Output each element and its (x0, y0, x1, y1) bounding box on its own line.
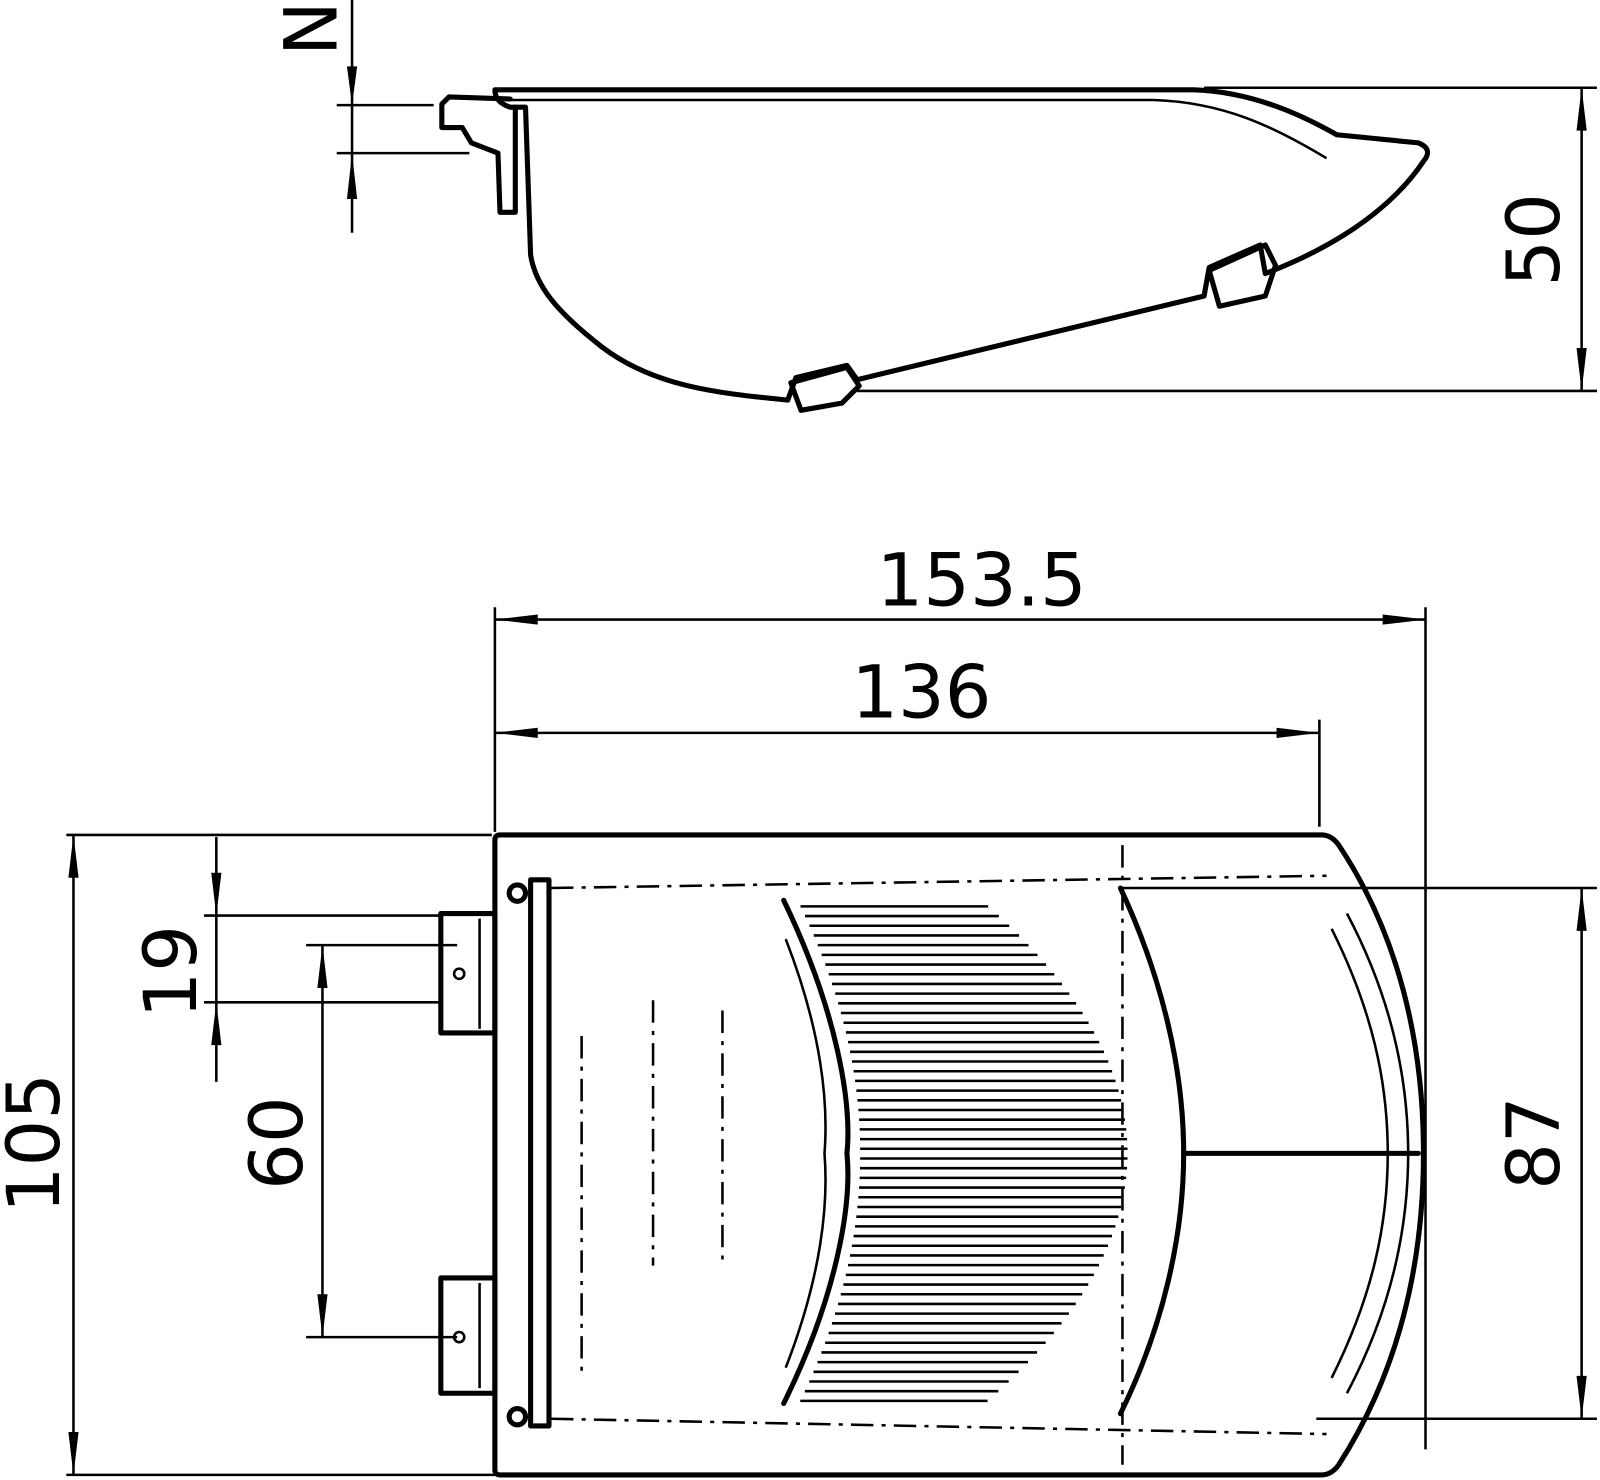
side-body-outline (492, 87, 1431, 403)
dim-label-overall-length: 153.5 (876, 538, 1086, 623)
side-view: N 50 (270, 0, 1597, 413)
arrow-icon (317, 1294, 328, 1338)
arrow-icon (346, 66, 358, 106)
hidden-line (551, 874, 1327, 890)
top-body-outline (492, 832, 1427, 1478)
arrow-icon (211, 872, 222, 916)
arrow-icon (1382, 614, 1426, 625)
arrow-icon (346, 153, 358, 200)
lens-arc-left (781, 897, 851, 1406)
arrow-icon (1276, 727, 1320, 738)
dim-label-height: 50 (1492, 193, 1577, 287)
arrow-icon (317, 945, 328, 989)
side-clip (439, 94, 518, 215)
dim-label-bracket-spacing: 60 (235, 1096, 320, 1190)
dim-label-overall-width: 105 (0, 1073, 77, 1213)
dim-label-lens-width: 87 (1492, 1096, 1577, 1190)
lens-arc-left-inner (784, 938, 827, 1369)
mounting-screw (506, 882, 529, 904)
dim-label-body-length: 136 (851, 651, 991, 736)
arrow-icon (211, 1002, 222, 1046)
side-foot-front (1206, 242, 1279, 309)
arrow-icon (1576, 1375, 1587, 1419)
side-inner-rim (510, 98, 1328, 160)
arrow-icon (68, 834, 79, 878)
lens-arc-right (1117, 885, 1187, 1417)
arrow-icon (68, 1432, 79, 1475)
bracket-hole (452, 967, 466, 981)
arrow-icon (494, 727, 538, 738)
hidden-line (550, 1417, 1327, 1436)
mounting-bracket-top (438, 910, 498, 1036)
arrow-icon (1576, 348, 1587, 391)
arrow-icon (1576, 87, 1587, 131)
top-view: 153.5 136 105 19 60 87 (0, 538, 1597, 1478)
mounting-bracket-bottom (438, 1275, 498, 1396)
side-foot-rear (788, 364, 862, 413)
mounting-bar (528, 877, 552, 1429)
arrow-icon (494, 614, 538, 625)
arrow-icon (1576, 888, 1587, 931)
mounting-screw (506, 1406, 529, 1428)
dim-label-bracket-height: 19 (129, 925, 214, 1019)
lens-hatching (800, 905, 1128, 1403)
dim-label-clip: N (270, 1, 355, 56)
